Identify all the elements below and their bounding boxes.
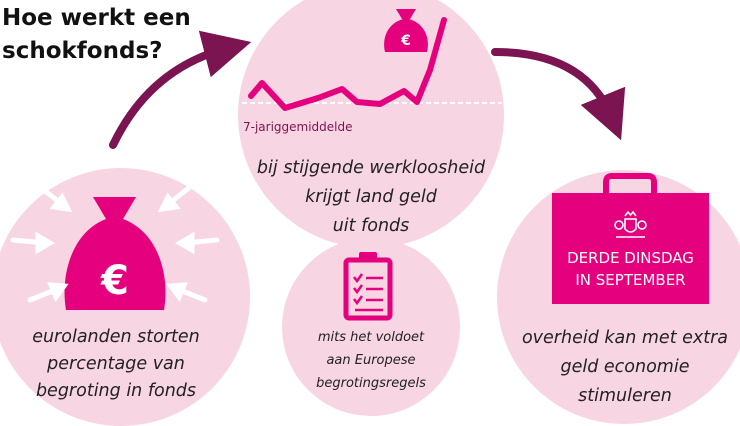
step3-text: overheid kan met extra geld economie sti… [514, 324, 736, 411]
coat-of-arms-icon [614, 210, 647, 238]
step2-text: bij stijgende werkloosheid krijgt land g… [249, 154, 493, 241]
step3-line2: geld economie [560, 357, 690, 377]
step1-text: eurolanden storten percentage van begrot… [10, 324, 222, 405]
briefcase-line1: DERDE DINSDAG [567, 249, 694, 267]
briefcase-line2: IN SEPTEMBER [575, 271, 686, 289]
step1-line2: percentage van [47, 354, 185, 374]
average-label: 7-jariggemiddelde [243, 120, 353, 134]
step1-line1: eurolanden storten [32, 327, 200, 347]
svg-text:€: € [400, 33, 411, 49]
flow-arrow-left [109, 30, 252, 149]
step2-line2: krijgt land geld [305, 187, 437, 207]
budget-briefcase-icon [552, 173, 709, 304]
svg-text:€: € [100, 258, 129, 304]
inward-arrows [10, 184, 220, 303]
briefcase-label: DERDE DINSDAG IN SEPTEMBER [552, 247, 709, 291]
title-line1: Hoe werkt een [2, 5, 191, 31]
step3-line1: overheid kan met extra [521, 328, 729, 348]
flow-arrow-right [491, 48, 626, 141]
condition-line1: mits het voldoet [317, 330, 425, 345]
title-line2: schokfonds? [2, 38, 163, 64]
step2-line3: uit fonds [332, 216, 410, 236]
step1-line3: begroting in fonds [35, 381, 197, 401]
condition-circle [282, 238, 460, 416]
condition-line2: aan Europese [326, 353, 416, 368]
page-title: Hoe werkt een schokfonds? [2, 2, 191, 68]
step2-line1: bij stijgende werkloosheid [256, 158, 486, 178]
condition-text: mits het voldoet aan Europese begrotings… [296, 326, 446, 395]
step2-circle [238, 0, 504, 248]
condition-line3: begrotingsregels [316, 376, 426, 391]
checklist-clipboard-icon [343, 252, 393, 321]
euro-money-bag-icon: € [64, 197, 166, 310]
step3-line3: stimuleren [578, 386, 672, 406]
unemployment-line [248, 17, 447, 111]
euro-money-bag-icon-small: € [384, 9, 428, 52]
